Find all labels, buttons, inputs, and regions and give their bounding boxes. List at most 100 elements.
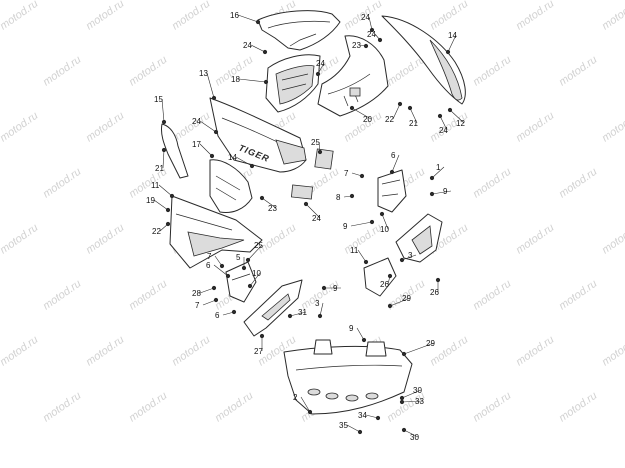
watermark-text: motod.ru xyxy=(600,222,625,257)
callout-number: 16 xyxy=(230,11,239,20)
callout-number: 28 xyxy=(192,289,201,298)
callout-leader-line xyxy=(237,14,259,23)
callout-number: 3 xyxy=(315,299,320,308)
callout-leader-line xyxy=(392,103,401,120)
watermark-text: motod.ru xyxy=(0,334,40,369)
callout-leader-line xyxy=(199,120,217,133)
callout-number: 23 xyxy=(352,41,361,50)
watermark-text: motod.ru xyxy=(127,390,169,425)
callout-number: 5 xyxy=(236,253,241,262)
callout-leader-line xyxy=(449,109,465,124)
watermark-text: motod.ru xyxy=(41,390,83,425)
callout-leader-line xyxy=(356,327,365,341)
part-small-bracket xyxy=(363,257,397,297)
watermark-text: motod.ru xyxy=(557,278,599,313)
watermark-text: motod.ru xyxy=(428,0,470,32)
callout-leader-line xyxy=(153,199,169,211)
callout-number: 17 xyxy=(192,140,201,149)
callout-leader-line xyxy=(199,287,215,294)
callout-number: 10 xyxy=(380,225,389,234)
callout-number: 14 xyxy=(448,31,457,40)
callout-number: 15 xyxy=(154,95,163,104)
callout-number: 26 xyxy=(380,280,389,289)
callout-leader-line xyxy=(403,429,419,438)
watermark-text: motod.ru xyxy=(213,390,255,425)
callout-leader-line xyxy=(159,223,169,232)
callout-number: 6 xyxy=(206,261,211,270)
watermark-text: motod.ru xyxy=(127,278,169,313)
callout-leader-line xyxy=(357,249,367,263)
callout-leader-line xyxy=(214,255,223,267)
part-support-plate xyxy=(243,279,303,337)
callout-number: 9 xyxy=(443,187,448,196)
watermark-text: motod.ru xyxy=(471,166,513,201)
callout-leader-line xyxy=(350,221,373,227)
callout-number: 18 xyxy=(231,75,240,84)
callout-number: 9 xyxy=(333,284,338,293)
watermark-text: motod.ru xyxy=(256,222,298,257)
callout-leader-line xyxy=(431,190,452,195)
part-upper-fairing-top xyxy=(257,10,341,51)
callout-leader-line xyxy=(365,414,379,419)
watermark-text: motod.ru xyxy=(84,0,126,32)
callout-number: 24 xyxy=(312,214,321,223)
callout-leader-line xyxy=(368,16,373,31)
watermark-text: motod.ru xyxy=(0,222,40,257)
watermark-text: motod.ru xyxy=(84,110,126,145)
callout-leader-line xyxy=(374,33,381,41)
watermark-text: motod.ru xyxy=(0,110,40,145)
callout-leader-line xyxy=(318,141,321,153)
callout-number: 24 xyxy=(192,117,201,126)
watermark-text: motod.ru xyxy=(514,334,556,369)
callout-leader-line xyxy=(300,396,311,413)
callout-number: 8 xyxy=(336,193,341,202)
callout-leader-line xyxy=(158,184,173,197)
callout-number: 35 xyxy=(339,421,348,430)
part-side-fairing-panel xyxy=(209,97,307,173)
part-inner-headlight-panel xyxy=(317,35,389,117)
callout-leader-line xyxy=(409,107,418,124)
watermark-text: motod.ru xyxy=(84,334,126,369)
callout-number: 11 xyxy=(350,246,359,255)
watermark-text: motod.ru xyxy=(514,110,556,145)
callout-number: 29 xyxy=(402,294,411,303)
callout-leader-line xyxy=(199,143,213,157)
watermark-text: motod.ru xyxy=(170,334,212,369)
callout-leader-line xyxy=(213,264,229,277)
watermark-text: motod.ru xyxy=(600,0,625,32)
callout-number: 26 xyxy=(430,288,439,297)
callout-leader-line xyxy=(381,213,389,230)
callout-leader-line xyxy=(206,72,215,99)
watermark-text: motod.ru xyxy=(471,54,513,89)
callout-leader-line xyxy=(351,107,372,120)
callout-number: 24 xyxy=(367,30,376,39)
callout-number: 25 xyxy=(311,138,320,147)
callout-number: 7 xyxy=(207,252,212,261)
part-vent-upper xyxy=(314,148,334,170)
callout-number: 6 xyxy=(391,151,396,160)
callout-number: 9 xyxy=(349,324,354,333)
callout-leader-line xyxy=(319,302,324,317)
callout-number: 21 xyxy=(155,164,164,173)
callout-number: 20 xyxy=(363,115,372,124)
callout-number: 1 xyxy=(436,163,441,172)
callout-leader-line xyxy=(439,115,448,131)
callout-number: 24 xyxy=(316,59,325,68)
callout-leader-line xyxy=(389,297,411,307)
callout-leader-line xyxy=(359,44,367,47)
part-vent-lower xyxy=(290,184,314,200)
watermark-text: motod.ru xyxy=(557,390,599,425)
watermark-text: motod.ru xyxy=(557,54,599,89)
watermark-text: motod.ru xyxy=(557,166,599,201)
watermark-text: motod.ru xyxy=(514,222,556,257)
callout-leader-line xyxy=(391,154,400,173)
callout-number: 24 xyxy=(243,41,252,50)
callout-number: 14 xyxy=(228,153,237,162)
callout-leader-line xyxy=(317,62,325,75)
callout-number: 24 xyxy=(439,126,448,135)
watermark-text: motod.ru xyxy=(41,54,83,89)
callout-number: 30 xyxy=(413,386,422,395)
